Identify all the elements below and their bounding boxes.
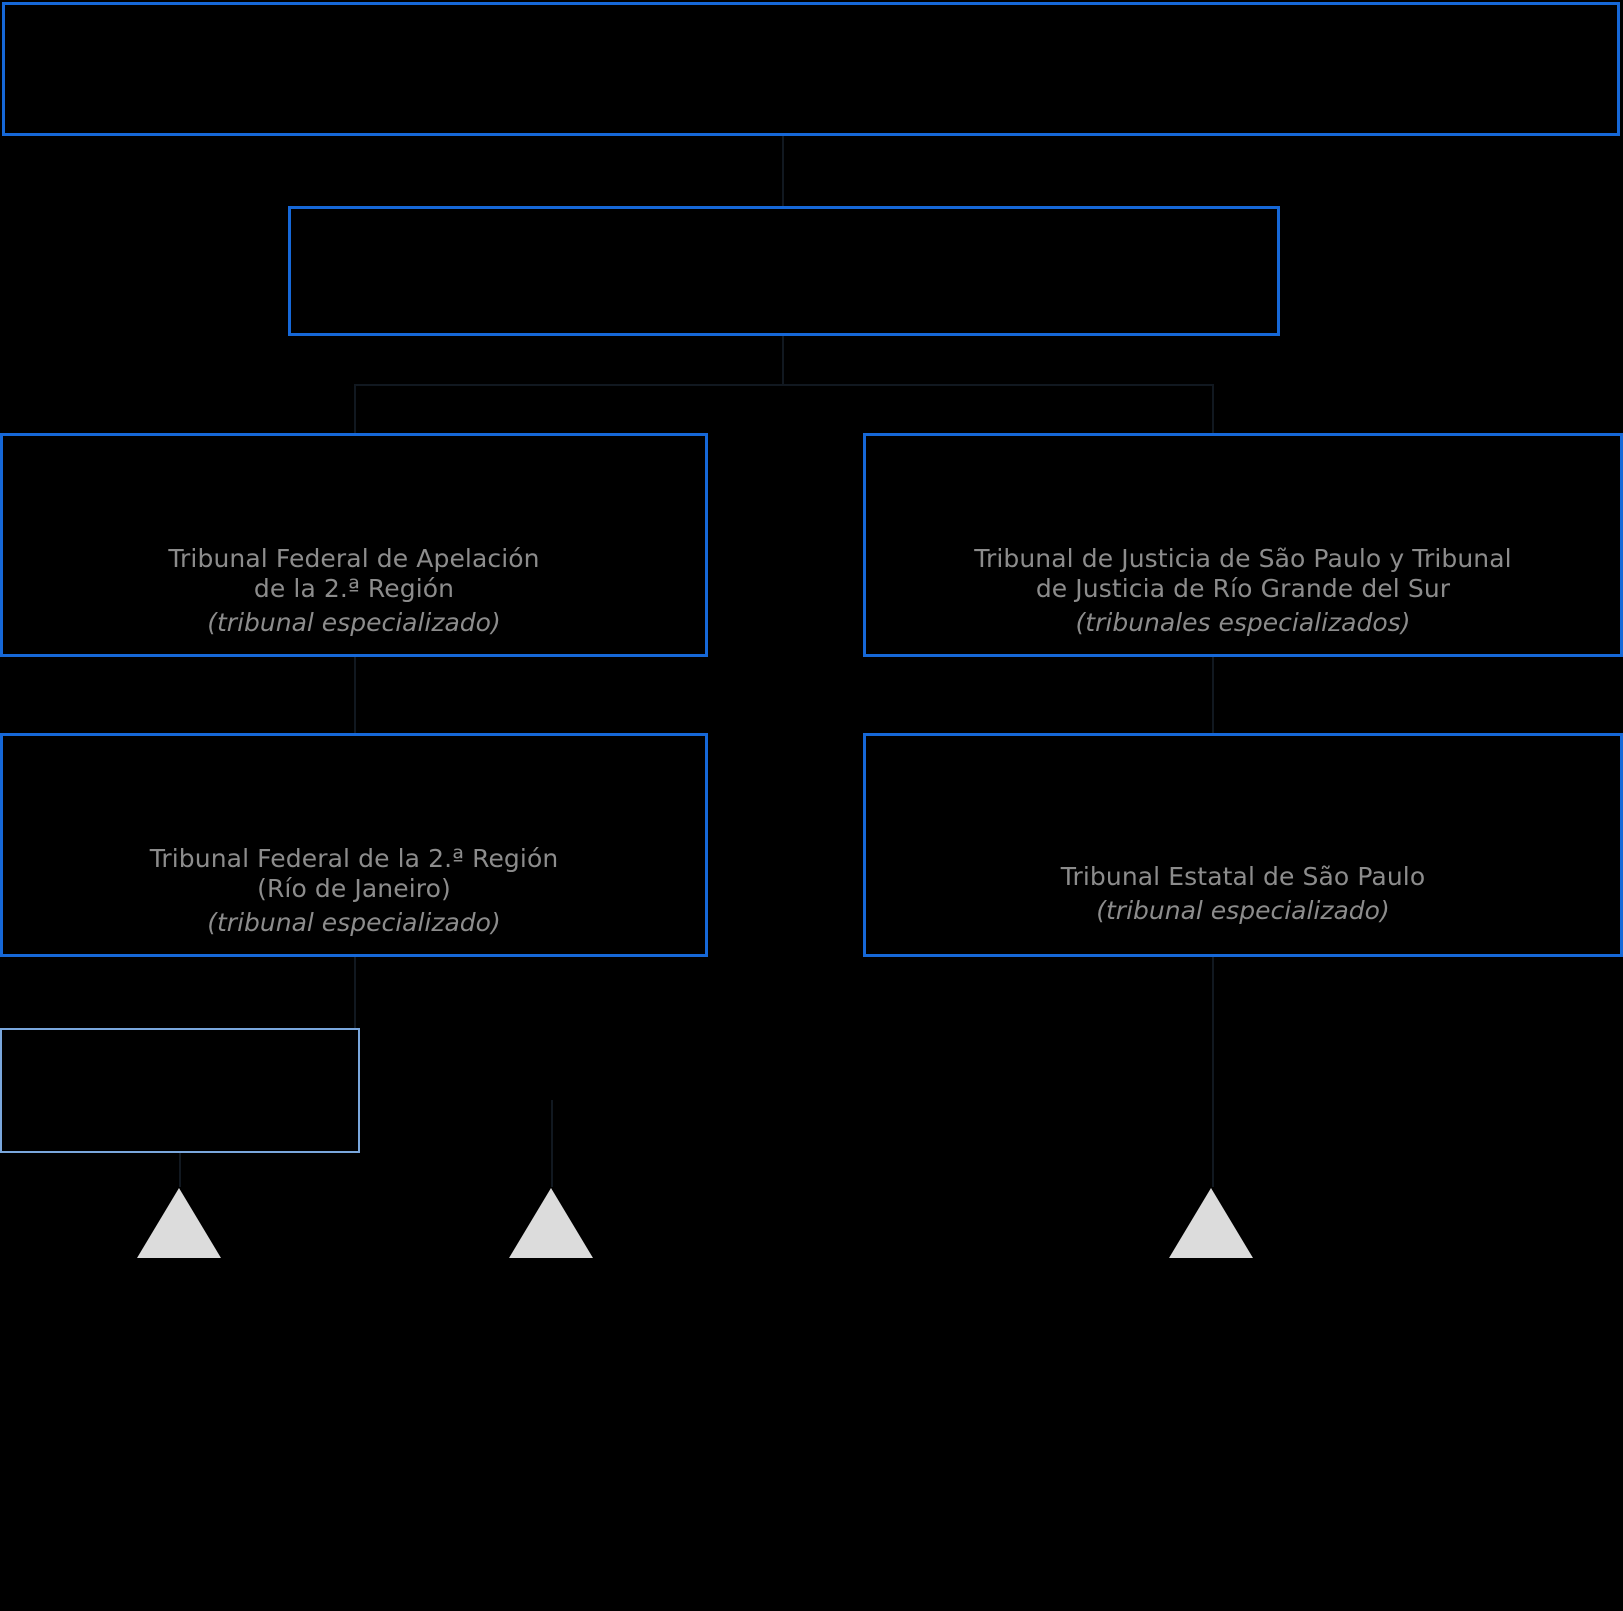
node-bottom-left[interactable] — [0, 1028, 360, 1153]
connector-line — [354, 657, 356, 733]
connector-line — [782, 136, 784, 208]
connector-line — [1212, 957, 1214, 1187]
node-federal-appeal[interactable]: Tribunal Federal de Apelación de la 2.ª … — [0, 433, 708, 657]
node-federal-appeal-sublabel: (tribunal especializado) — [207, 608, 501, 637]
node-federal-2nd-region-sublabel: (tribunal especializado) — [207, 908, 501, 937]
node-state-sao-paulo-body: Tribunal Estatal de São Paulo (tribunal … — [866, 736, 1620, 954]
connector-line — [354, 384, 356, 434]
connector-line — [354, 957, 356, 1028]
node-federal-appeal-label: Tribunal Federal de Apelación de la 2.ª … — [168, 544, 540, 603]
node-federal-2nd-region-label: Tribunal Federal de la 2.ª Región (Río d… — [149, 844, 559, 903]
node-justice-sp-rs-label: Tribunal de Justicia de São Paulo y Trib… — [974, 544, 1512, 603]
connector-line — [1212, 384, 1214, 434]
triangle-marker-icon — [1169, 1188, 1253, 1258]
node-federal-appeal-body: Tribunal Federal de Apelación de la 2.ª … — [3, 436, 705, 654]
node-state-sao-paulo-sublabel: (tribunal especializado) — [1096, 896, 1390, 925]
triangle-marker-icon — [509, 1188, 593, 1258]
node-top-body — [5, 5, 1617, 133]
node-federal-2nd-region[interactable]: Tribunal Federal de la 2.ª Región (Río d… — [0, 733, 708, 957]
connector-line — [1212, 657, 1214, 733]
connector-line — [354, 384, 1214, 386]
node-top[interactable] — [2, 2, 1620, 136]
node-state-sao-paulo-label: Tribunal Estatal de São Paulo — [1060, 862, 1426, 891]
node-federal-2nd-region-body: Tribunal Federal de la 2.ª Región (Río d… — [3, 736, 705, 954]
connector-line — [551, 1100, 553, 1187]
node-second-body — [291, 209, 1277, 333]
connector-line — [782, 336, 784, 384]
connector-line — [179, 1153, 181, 1187]
node-bottom-left-body — [2, 1030, 358, 1151]
node-justice-sp-rs-sublabel: (tribunales especializados) — [1075, 608, 1411, 637]
triangle-marker-icon — [137, 1188, 221, 1258]
node-state-sao-paulo[interactable]: Tribunal Estatal de São Paulo (tribunal … — [863, 733, 1623, 957]
node-justice-sp-rs[interactable]: Tribunal de Justicia de São Paulo y Trib… — [863, 433, 1623, 657]
node-second[interactable] — [288, 206, 1280, 336]
node-justice-sp-rs-body: Tribunal de Justicia de São Paulo y Trib… — [866, 436, 1620, 654]
